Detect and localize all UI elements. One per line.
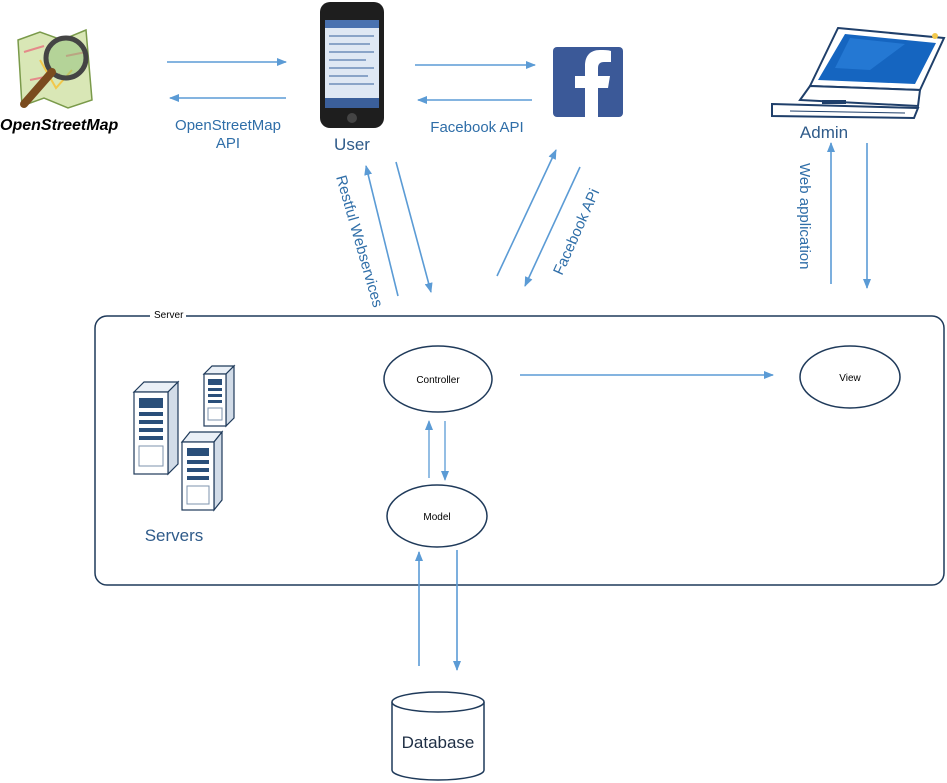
osm-api-label-line1: OpenStreetMap [175,117,281,134]
web-application-label: Web application [796,163,813,269]
view-label: View [839,373,861,384]
restful-webservices-label: Restful Webservices [332,173,386,309]
admin-label: Admin [800,123,848,142]
server-title: Server [154,310,184,321]
facebook-icon [553,47,623,117]
server-container [94,315,945,586]
server-rack-icon [132,364,236,512]
controller-node [383,345,493,413]
controller-label: Controller [416,375,460,386]
database-cylinder-icon [391,691,485,781]
arrow-server-to-facebook [496,149,557,277]
smartphone-icon [320,2,384,128]
osm-api-label-line2: API [216,135,240,152]
database-label: Database [402,733,475,752]
servers-label: Servers [145,526,204,545]
osm-label: OpenStreetMap [0,117,118,134]
user-label: User [334,135,370,154]
facebook-api-diagonal-label: Facebook APi [550,186,603,277]
arrow-user-to-server [395,161,433,293]
model-node [386,484,488,548]
arrow-facebook-to-server [524,166,581,287]
facebook-api-top-label: Facebook API [430,119,523,136]
model-label: Model [423,512,450,523]
arrow-server-to-user [364,165,399,297]
view-node [799,345,901,409]
openstreetmap-logo-icon [17,28,93,109]
laptop-icon [771,26,946,120]
